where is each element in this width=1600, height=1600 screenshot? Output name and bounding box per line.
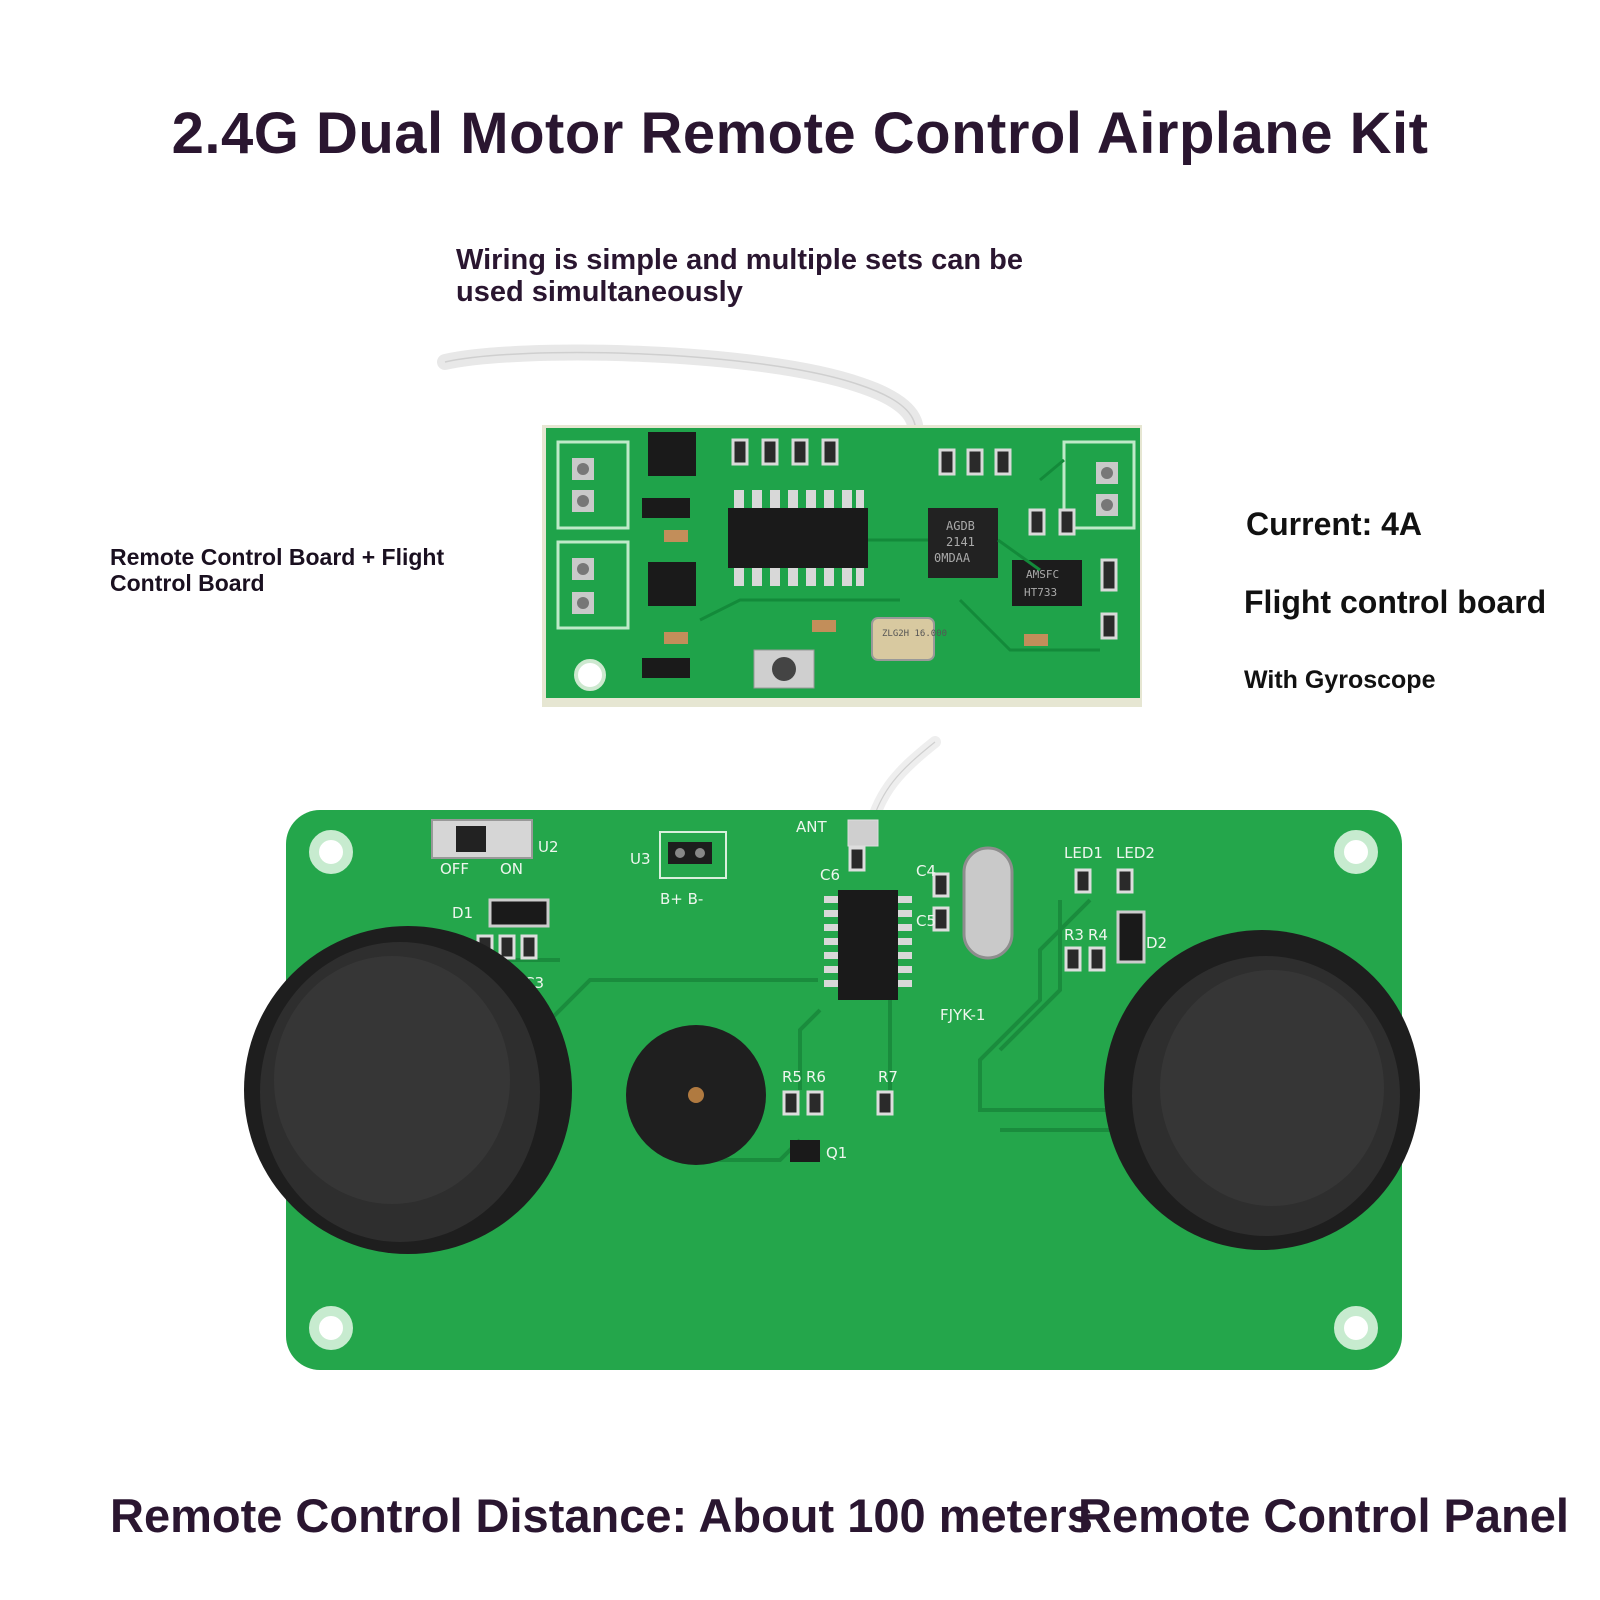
- silk-r7: R7: [878, 1068, 898, 1086]
- flight-board-spec: Flight control board: [1244, 584, 1547, 620]
- page-title: 2.4G Dual Motor Remote Control Airplane …: [171, 101, 1429, 166]
- silk-led2: LED2: [1116, 844, 1155, 862]
- distance-label: Remote Control Distance: About 100 meter…: [110, 1489, 1093, 1542]
- remote-control-panel: ANT U2 OFF ON U3 B+ B- C6 D1 LED1 LED2 F…: [244, 810, 1420, 1370]
- silk-r4: R4: [1088, 926, 1108, 944]
- svg-text:AGDB: AGDB: [946, 519, 975, 533]
- silk-off: OFF: [440, 860, 469, 878]
- silk-fjyk: FJYK-1: [940, 1006, 985, 1024]
- silk-c6: C6: [820, 866, 840, 884]
- silk-r6: R6: [806, 1068, 826, 1086]
- silk-on: ON: [500, 860, 523, 878]
- panel-main-chip: [838, 890, 898, 1000]
- gyroscope-spec: With Gyroscope: [1244, 666, 1436, 694]
- panel-label: Remote Control Panel: [1078, 1489, 1569, 1542]
- gyro-chip: [928, 508, 998, 578]
- svg-text:0MDAA: 0MDAA: [934, 551, 971, 565]
- silk-r3: R3: [1064, 926, 1084, 944]
- board-label: Remote Control Board + Flight Control Bo…: [110, 544, 445, 596]
- silk-led1: LED1: [1064, 844, 1103, 862]
- regulator-chip: [1012, 560, 1082, 606]
- svg-text:ZLG2H 16.000: ZLG2H 16.000: [882, 629, 947, 639]
- silk-u2: U2: [538, 838, 559, 856]
- svg-text:HT733: HT733: [1024, 586, 1057, 599]
- silk-c4: C4: [916, 862, 936, 880]
- wiring-note: Wiring is simple and multiple sets can b…: [456, 244, 1023, 308]
- crystal: [871, 617, 935, 661]
- silk-u3: U3: [630, 850, 651, 868]
- svg-text:AMSFC: AMSFC: [1026, 568, 1059, 581]
- svg-text:2141: 2141: [946, 535, 975, 549]
- silk-d2: D2: [1146, 934, 1167, 952]
- antenna-wire-top-outline: [444, 351, 917, 456]
- silk-ant: ANT: [796, 818, 827, 836]
- right-joystick: [1104, 930, 1420, 1250]
- silk-c5: C5: [916, 912, 936, 930]
- fcb-main-chip: [728, 508, 868, 568]
- current-spec: Current: 4A: [1246, 506, 1423, 542]
- silk-q1: Q1: [826, 1144, 847, 1162]
- silk-r5: R5: [782, 1068, 802, 1086]
- silk-d1: D1: [452, 904, 473, 922]
- silk-b-terminals: B+ B-: [660, 890, 703, 908]
- flight-control-board: AGDB 2141 0MDAA AMSFC HT733 ZLG2H 16.000: [542, 425, 1142, 707]
- left-joystick: [244, 926, 572, 1254]
- panel-crystal: [962, 846, 1014, 960]
